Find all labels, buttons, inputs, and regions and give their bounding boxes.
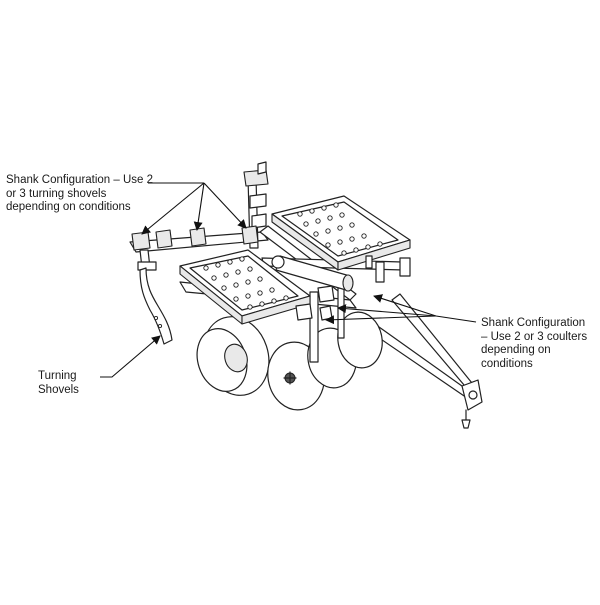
callout-line: depending on conditions — [6, 201, 131, 213]
callout-line: or 3 turning shovels — [6, 187, 107, 200]
wheel — [196, 316, 270, 396]
shank-clamps — [131, 225, 259, 251]
callout-line: depending on — [481, 344, 551, 356]
front-tool-rack — [179, 249, 335, 325]
callout-line: Shank Configuration – Use 2 — [6, 174, 154, 186]
rear-rack-holes — [297, 202, 383, 256]
callout-line: Shank Configuration — [481, 317, 586, 329]
front-rack-holes — [203, 256, 289, 310]
hydraulic-cylinder — [271, 255, 354, 292]
leader-lines — [100, 182, 477, 378]
coulter-discs — [267, 287, 383, 411]
callout-shank-shovels: Shank Configuration – Use 2 or 3 turning… — [6, 174, 153, 215]
turning-shovel — [137, 249, 173, 345]
callout-shank-coulters: Shank Configuration – Use 2 or 3 coulter… — [481, 317, 587, 371]
callout-line: conditions — [481, 357, 533, 370]
callout-line: Turning — [38, 370, 77, 382]
callout-turning-shovels: Turning Shovels — [38, 370, 79, 397]
callout-line: Shovels — [38, 383, 79, 396]
rear-tool-rack — [271, 195, 411, 283]
callout-line: – Use 2 or 3 coulters — [481, 330, 588, 343]
